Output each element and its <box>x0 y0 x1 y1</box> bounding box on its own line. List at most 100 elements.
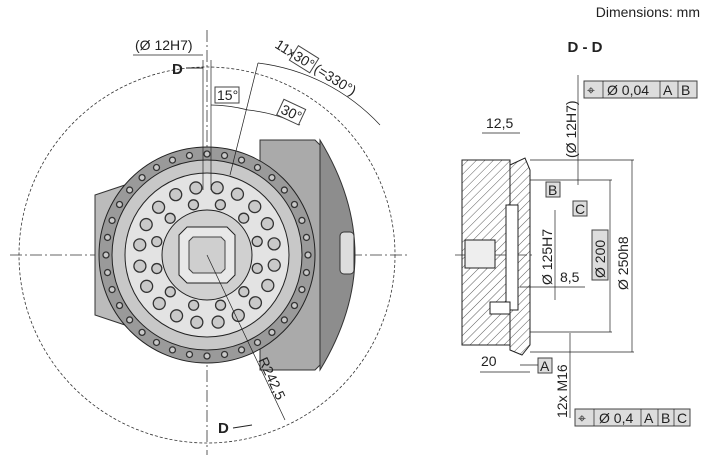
connector <box>339 231 355 275</box>
bolt-hole <box>138 173 146 182</box>
bolt-hole <box>133 238 147 252</box>
bolt-hole <box>211 315 225 329</box>
dim-8-5: 8,5 <box>560 269 580 285</box>
bolt-hole <box>169 187 183 202</box>
tol2-ref-c: C <box>677 410 687 426</box>
pattern-arc <box>257 62 381 126</box>
datum-b-box <box>545 181 561 198</box>
angle-15-box <box>214 86 240 104</box>
front-view: (Ø 12H7) D D 15° 30° 11x 30° (=330°) R24… <box>10 30 410 455</box>
bolt-hole <box>302 268 311 277</box>
angle-30-box <box>276 98 307 126</box>
bolt-hole <box>187 299 200 311</box>
bolt-hole <box>268 328 276 337</box>
bolt-hole <box>298 216 306 225</box>
bolt-hole <box>268 173 276 182</box>
bolt-hole <box>185 151 194 160</box>
bolt-hole <box>168 346 177 354</box>
section-marker-top: D <box>172 61 183 78</box>
tolerance-frame-1: ⌖ Ø 0,04 A B <box>583 80 698 99</box>
section-pin <box>464 239 496 269</box>
bolt-hole <box>251 235 263 248</box>
dia-200-box <box>591 229 609 281</box>
tolerance-frame-2: ⌖ Ø 0,4 A B C <box>574 408 691 427</box>
section-arrow-bottom <box>232 424 253 429</box>
angle-ref-line <box>229 62 259 176</box>
section-view: 12,5 20 A 8,5 Ø 125H7 B (Ø 12H7) C Ø 200… <box>455 75 698 427</box>
bolt-hole <box>253 338 262 347</box>
position-icon: ⌖ <box>578 410 586 426</box>
section-bore: (Ø 12H7) <box>563 100 579 158</box>
tol2-value: Ø 0,4 <box>599 410 633 426</box>
bolt-hole <box>220 350 229 359</box>
bolt-hole <box>152 338 161 347</box>
angle-15-label: 15° <box>217 87 238 103</box>
datum-a: A <box>540 358 550 374</box>
bolt-hole <box>214 199 227 211</box>
bolt-hole <box>125 186 134 194</box>
bolt-hole <box>248 296 263 310</box>
bolt-hole <box>152 296 166 311</box>
bolt-hole <box>302 233 311 242</box>
bolt-hole <box>237 156 246 164</box>
bolt-hole <box>108 216 116 225</box>
bolt-hole <box>230 187 245 201</box>
bolt-hole <box>164 212 176 224</box>
bolt-hole <box>185 350 194 359</box>
thread-label: 12x M16 <box>554 364 570 418</box>
bolt-hole <box>169 309 184 323</box>
datum-c: C <box>575 201 585 217</box>
datum-b: B <box>548 182 557 198</box>
bolt-hole <box>203 150 211 158</box>
bolt-hole <box>151 200 166 214</box>
tol1-value: Ø 0,04 <box>607 82 649 98</box>
dia-200: Ø 200 <box>592 240 608 278</box>
section-screw <box>489 301 511 315</box>
tol2-ref-b: B <box>661 410 670 426</box>
bolt-hole <box>260 217 275 231</box>
bolt-hole <box>151 235 163 248</box>
bolt-hole <box>152 163 161 172</box>
bolt-hole <box>237 346 246 354</box>
bolt-hole <box>133 259 147 273</box>
bolt-hole <box>210 181 224 195</box>
section-title: D - D <box>568 39 603 56</box>
angle-15-arc <box>210 104 249 111</box>
bolt-hole <box>261 278 275 293</box>
bolt-hole <box>238 212 250 224</box>
bolt-hole <box>115 301 124 310</box>
bolt-hole <box>280 316 289 324</box>
bolt-hole <box>108 285 116 294</box>
bolt-hole <box>203 352 211 360</box>
bolt-hole <box>290 200 299 209</box>
bolt-hole <box>248 199 262 214</box>
bolt-hole <box>139 279 154 293</box>
bolt-hole <box>138 328 146 337</box>
dia-125: Ø 125H7 <box>539 229 555 285</box>
bolt-hole <box>103 233 112 242</box>
position-icon: ⌖ <box>587 82 595 98</box>
section-marker-bottom: D <box>218 420 229 437</box>
bolt-hole <box>290 301 299 310</box>
bolt-hole <box>220 151 229 160</box>
pattern-total: (=330°) <box>311 60 359 98</box>
bolt-hole <box>253 163 262 172</box>
bolt-hole <box>103 268 112 277</box>
motor-cover <box>319 138 356 372</box>
pattern-angle-box <box>288 45 320 74</box>
bolt-hole <box>280 186 289 194</box>
bolt-hole <box>102 251 110 259</box>
bolt-hole <box>164 286 176 298</box>
units-label: Dimensions: mm <box>596 4 700 20</box>
bolt-hole <box>214 299 227 311</box>
bolt-holes <box>102 150 312 360</box>
datum-a-box <box>537 357 553 374</box>
tol1-ref-a: A <box>663 82 673 98</box>
dim-12-5: 12,5 <box>486 115 513 131</box>
dim-20: 20 <box>481 353 497 369</box>
bolt-hole <box>187 199 200 211</box>
bolt-hole <box>189 181 203 195</box>
tol2-ref-a: A <box>644 410 654 426</box>
dia-250: Ø 250h8 <box>615 236 631 290</box>
bolt-hole <box>298 285 306 294</box>
